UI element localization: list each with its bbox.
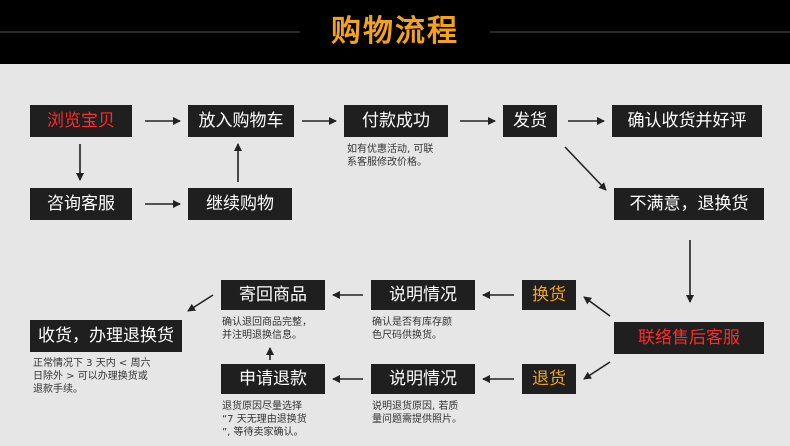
note-send-back: 确认退回商品完整， 并注明退换信息。 <box>222 316 312 342</box>
step-explain-exchange: 说明情况 <box>371 280 475 310</box>
note-exchange: 确认是否有库存颜 色尺码供换货。 <box>372 316 452 342</box>
arrow-ship-to-unsatisfied <box>564 146 607 191</box>
note-line: 日除外 > 可以办理换货或 <box>33 371 148 382</box>
note-line: ”, 等待卖家确认。 <box>222 427 304 438</box>
step-consult-service: 咨询客服 <box>30 188 132 220</box>
step-exchange: 换货 <box>522 280 576 310</box>
note-line: 退款手续。 <box>33 384 83 395</box>
step-explain-refund: 说明情况 <box>371 364 475 394</box>
note-payment: 如有优惠活动, 可联 系客服修改价格。 <box>347 143 433 169</box>
note-line: 色尺码供换货。 <box>372 330 442 341</box>
step-confirm-review: 确认收货并好评 <box>612 105 762 137</box>
header-bar: 购物流程 <box>0 0 790 64</box>
note-line: 系客服修改价格。 <box>347 157 427 168</box>
header-divider-left <box>0 31 300 33</box>
flow-arrows <box>76 117 694 383</box>
page-title: 购物流程 <box>331 14 459 49</box>
arrow-aftersales-to-refund <box>583 361 611 380</box>
step-unsatisfied-return: 不满意，退换货 <box>614 188 764 220</box>
step-browse: 浏览宝贝 <box>30 105 132 137</box>
note-line: 并注明退换信息。 <box>222 330 302 341</box>
note-line: 量问题需提供照片。 <box>372 414 462 425</box>
note-line: 如有优惠活动, 可联 <box>347 144 434 155</box>
note-line: 正常情况下 3 天内 < 周六 <box>33 358 151 369</box>
step-apply-refund: 申请退款 <box>221 364 325 394</box>
step-ship: 发货 <box>503 105 557 137</box>
step-contact-aftersales: 联络售后客服 <box>614 322 764 354</box>
note-refund: 说明退货原因, 若质 量问题需提供照片。 <box>372 400 462 426</box>
note-receive-return: 正常情况下 3 天内 < 周六 日除外 > 可以办理换货或 退款手续。 <box>33 357 150 396</box>
step-add-to-cart: 放入购物车 <box>188 105 294 137</box>
step-refund: 退货 <box>522 364 576 394</box>
note-line: 说明退货原因, 若质 <box>372 401 459 412</box>
arrow-sendback-to-receive <box>187 294 214 312</box>
flowchart: 浏览宝贝 放入购物车 付款成功 发货 确认收货并好评 咨询客服 继续购物 不满意… <box>0 64 790 446</box>
note-line: 确认是否有库存颜 <box>372 317 452 328</box>
step-continue-shopping: 继续购物 <box>188 188 292 220</box>
note-line: 退货原因尽量选择 <box>222 401 302 412</box>
step-receive-return: 收货，办理退换货 <box>30 320 182 352</box>
step-send-back: 寄回商品 <box>221 280 325 310</box>
header-divider-right <box>490 31 790 33</box>
note-line: “7 天无理由退换货 <box>222 414 307 425</box>
arrow-aftersales-to-exchange <box>583 296 611 317</box>
step-payment-success: 付款成功 <box>344 105 448 137</box>
note-line: 确认退回商品完整， <box>222 317 312 328</box>
note-apply-refund: 退货原因尽量选择 “7 天无理由退换货 ”, 等待卖家确认。 <box>222 400 307 439</box>
